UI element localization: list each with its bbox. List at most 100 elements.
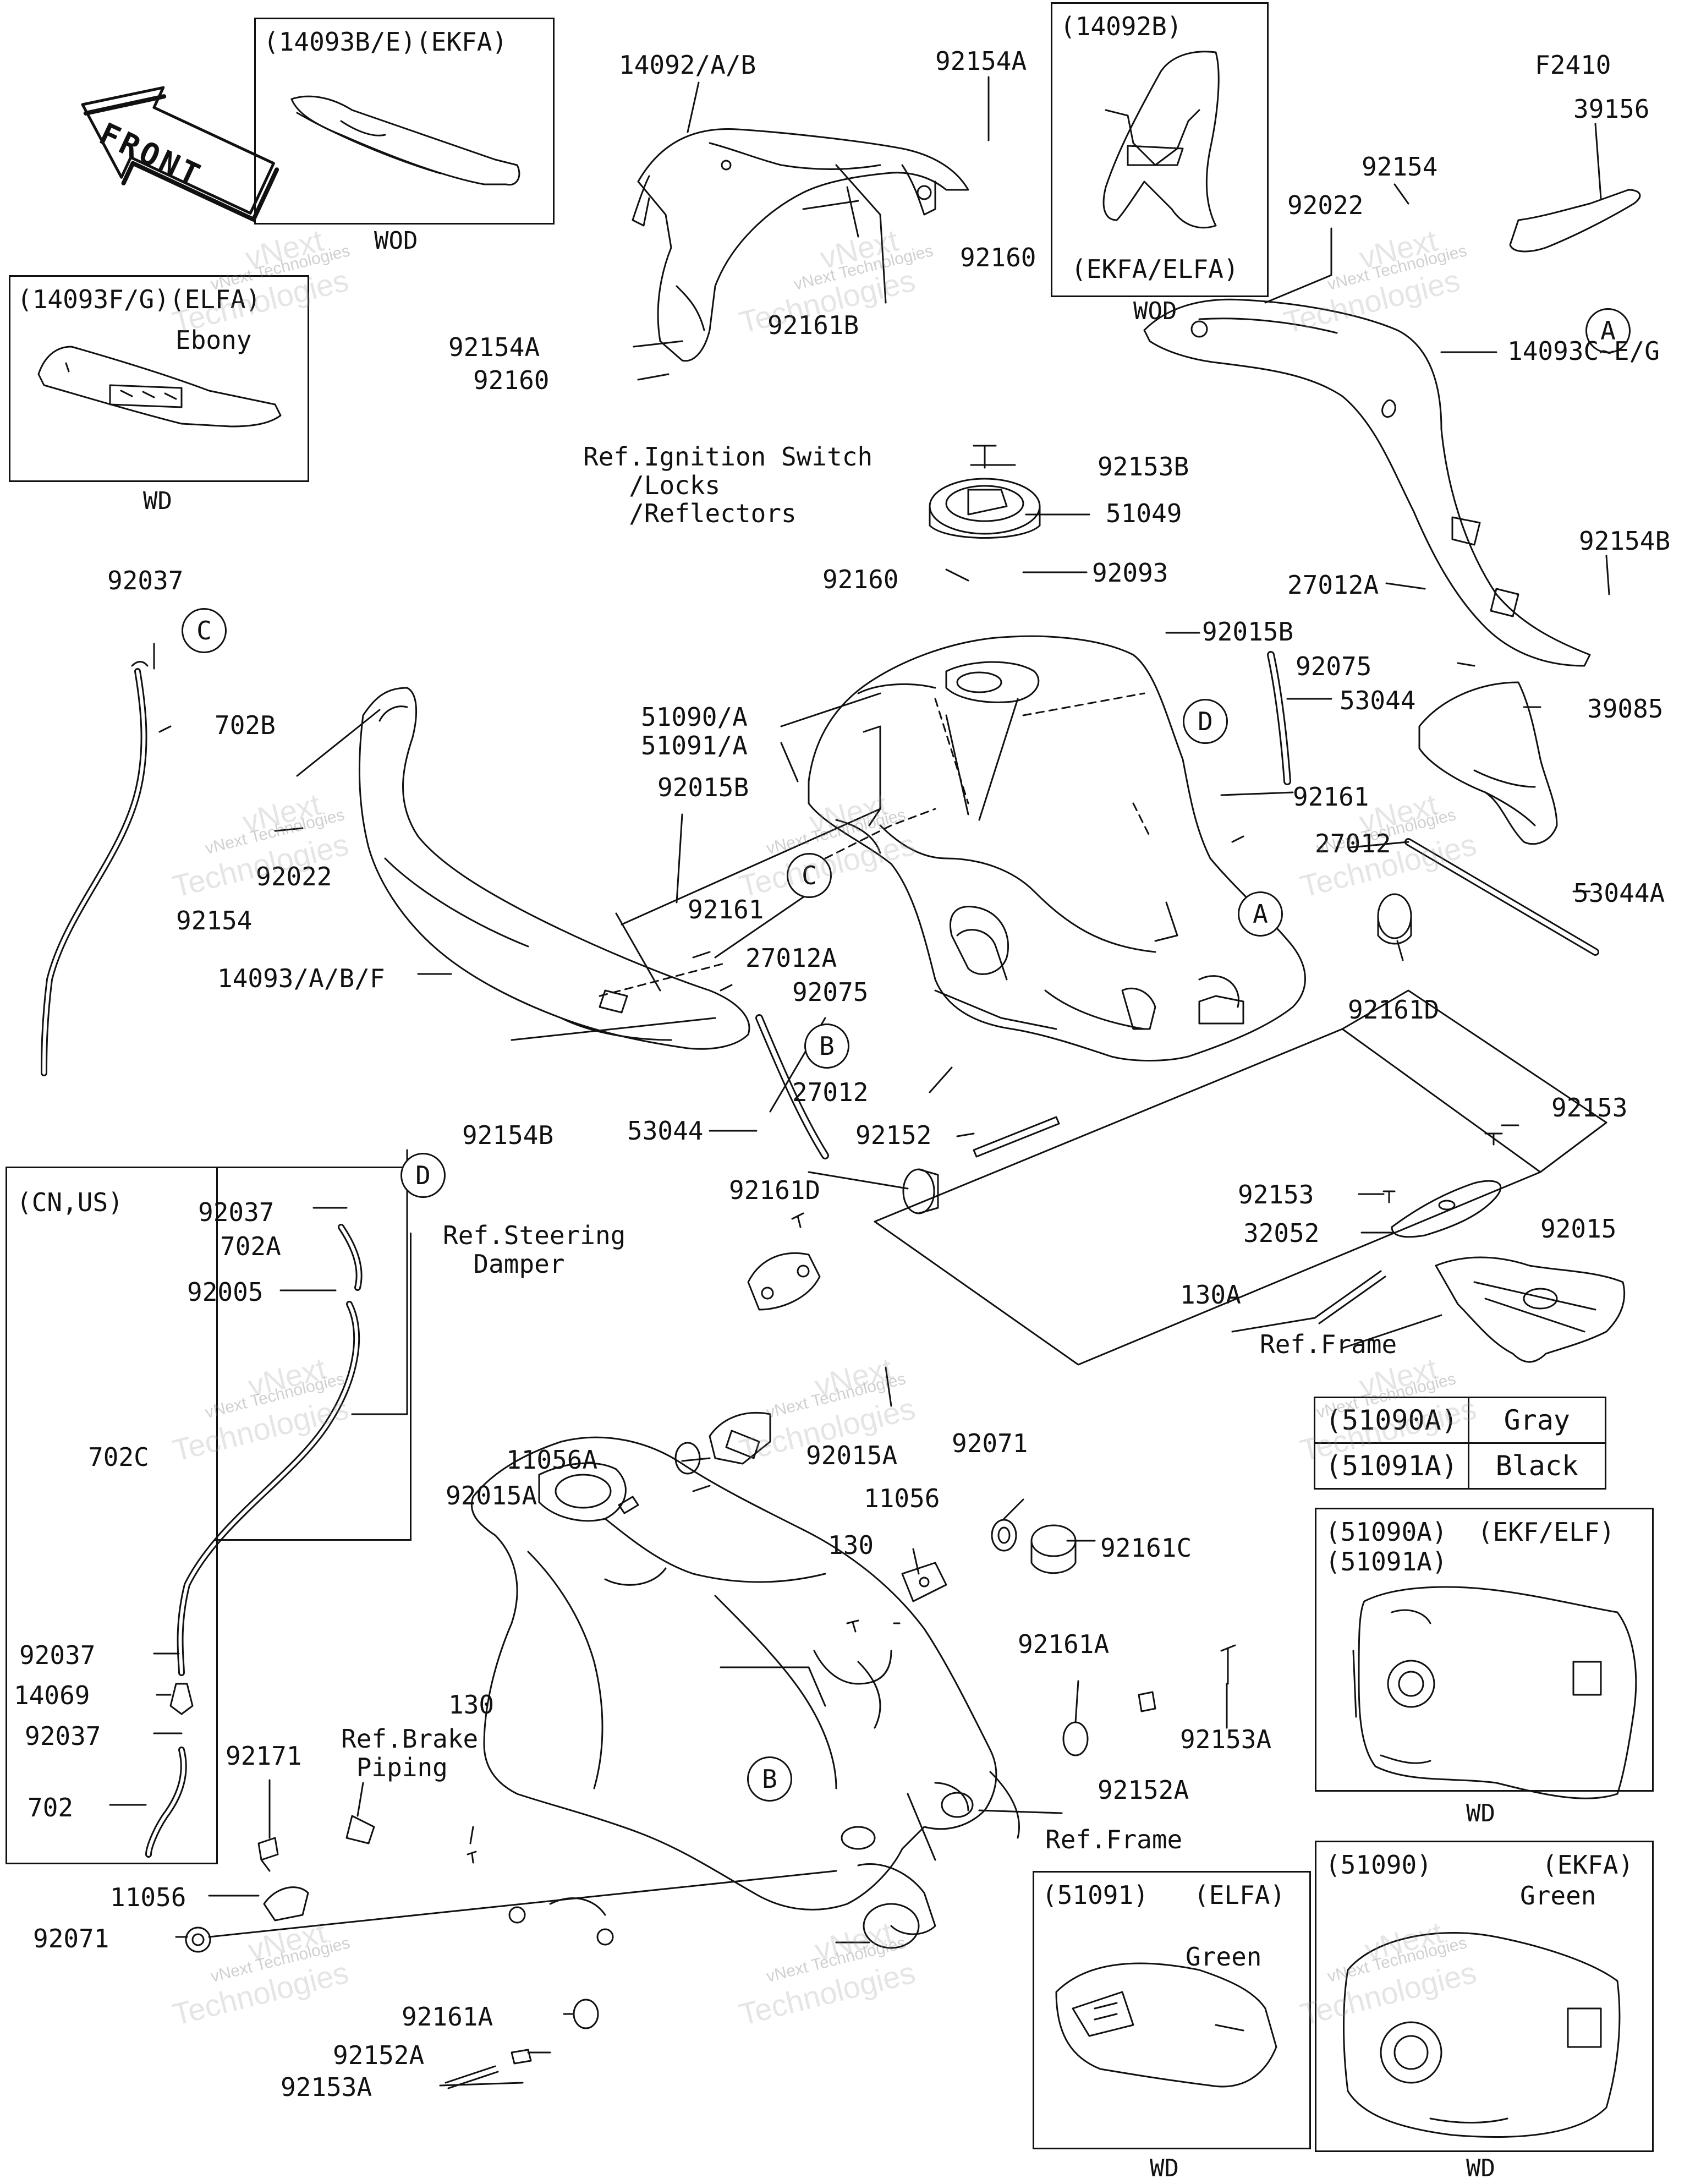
part-label: 702C	[88, 1442, 149, 1472]
part-label: 92154B	[1579, 526, 1671, 556]
part-label: 92071	[952, 1428, 1028, 1458]
damper-parts	[618, 1212, 821, 1514]
tank-51090	[1343, 1932, 1621, 2138]
part-label: 92015	[1540, 1214, 1617, 1244]
part-label: 92005	[187, 1277, 264, 1307]
part-label: 92015B	[657, 773, 749, 802]
part-label: 92161D	[729, 1175, 821, 1205]
part-label: 51049	[1106, 499, 1182, 528]
grommet-92161d	[902, 893, 1412, 1214]
side-cowl-14093ceg	[1143, 298, 1591, 667]
decal-39156	[1509, 189, 1641, 253]
part-label: 92153B	[1098, 452, 1189, 481]
tank-51091	[1055, 1962, 1277, 2088]
side-cowl-14093abf	[358, 687, 750, 1050]
part-label: 92022	[256, 862, 332, 891]
box-title: (14093F/G)(ELFA)	[17, 284, 261, 314]
part-label: 92161A	[402, 2002, 493, 2032]
box-title: (51090A) (EKF/ELF)	[1325, 1517, 1615, 1547]
fuel-cap-51049	[929, 445, 1041, 539]
box-note: Green	[1520, 1881, 1596, 1911]
caption-wd-br-lower: WD	[1466, 2154, 1495, 2182]
part-label: 92075	[1296, 652, 1372, 681]
color-table: (51090A)Gray (51091A)Black	[1314, 1397, 1606, 1490]
part-label: 92022	[1287, 190, 1364, 220]
part-label: 53044A	[1573, 878, 1665, 908]
part-label: 92161A	[1018, 1629, 1110, 1659]
box-title: (14093B/E)(EKFA)	[264, 27, 508, 57]
rod-53044a	[1404, 838, 1599, 956]
part-label: 53044	[1340, 686, 1416, 715]
frame-bracket-right	[1435, 1256, 1626, 1363]
part-label: 92037	[107, 566, 184, 595]
part-label: 92153A	[281, 2072, 372, 2102]
part-label: 92160	[822, 565, 899, 594]
part-label: 92160	[473, 365, 550, 395]
box-14093be-part	[290, 95, 520, 186]
box-cn-us-title: (CN,US)	[17, 1187, 123, 1217]
part-label: 27012	[792, 1077, 869, 1107]
part-label: 11056	[864, 1484, 940, 1513]
callout-circle-b: B	[747, 1756, 792, 1802]
part-label: 92154A	[935, 46, 1027, 76]
part-label: 702A	[220, 1231, 281, 1261]
box-variant: (ELFA)	[1194, 1880, 1286, 1910]
part-label: 53044	[627, 1116, 704, 1146]
part-label: 92161B	[767, 310, 859, 340]
table-cell: (51091A)	[1314, 1442, 1469, 1490]
box-cn-us-bottom	[215, 1539, 411, 1541]
part-label: 92153	[1551, 1093, 1628, 1123]
part-label: 92161	[688, 895, 764, 924]
table-cell: (51090A)	[1314, 1397, 1469, 1444]
front-arrow	[81, 86, 279, 222]
ref-brake-piping: Ref.Brake Piping	[341, 1724, 479, 1782]
part-label: 92154B	[462, 1120, 554, 1150]
part-label: 92093	[1092, 558, 1168, 588]
part-label: 51091/A	[641, 731, 748, 760]
box-title: (51091)	[1042, 1880, 1149, 1910]
part-label: 14092/A/B	[619, 50, 756, 80]
bracket-32052	[1382, 1132, 1503, 1238]
ref-steering-damper: Ref.Steering Damper	[443, 1220, 626, 1279]
callout-circle-b: B	[804, 1023, 849, 1069]
box-cn-us	[6, 1167, 413, 1168]
part-label: 92153	[1238, 1180, 1314, 1209]
part-label: 92015A	[446, 1481, 537, 1510]
box-14093fg-part	[37, 346, 282, 428]
part-label: 27012A	[1287, 570, 1379, 600]
part-label: 14069	[14, 1681, 90, 1710]
box-title: (51090)	[1325, 1850, 1432, 1880]
hidden-lines	[599, 692, 1151, 997]
pin-92152	[973, 1116, 1060, 1158]
outline-box-steering	[351, 1149, 408, 1415]
ref-frame: Ref.Frame	[1045, 1825, 1183, 1854]
box-variant: (EKFA)	[1542, 1850, 1634, 1880]
hose-assembly-cnus	[145, 1224, 363, 1858]
part-label: 32052	[1243, 1218, 1320, 1248]
outline-box-right	[874, 989, 1607, 1366]
callout-circle-c: C	[787, 853, 832, 898]
upper-cowl-14092	[632, 128, 969, 362]
callout-circle-c: C	[182, 608, 227, 653]
box-cn-us-right	[410, 1233, 411, 1541]
part-label: 702B	[215, 710, 276, 740]
box-14092b: (14092B) (EKFA/ELFA)	[1051, 2, 1269, 297]
box-14093fg-elfa: (14093F/G)(ELFA) Ebony	[9, 275, 309, 482]
part-label: 130A	[1180, 1280, 1241, 1310]
ref-frame: Ref.Frame	[1260, 1329, 1397, 1359]
box-14092b-part	[1102, 51, 1220, 229]
table-cell: Gray	[1467, 1397, 1606, 1444]
caption-wd-br-upper: WD	[1466, 1799, 1495, 1827]
part-label: 92037	[25, 1721, 101, 1751]
part-label: 702	[28, 1793, 74, 1822]
callout-circle-a: A	[1585, 308, 1631, 353]
part-label: 92154	[1362, 152, 1438, 182]
part-label: 130	[448, 1690, 495, 1720]
part-label: 92152	[855, 1120, 932, 1150]
table-cell: Black	[1467, 1442, 1606, 1490]
part-label: 14093/A/B/F	[217, 964, 385, 993]
box-sub: (EKFA/ELFA)	[1071, 254, 1239, 284]
part-label: 92160	[960, 243, 1036, 272]
tank-51090a	[1352, 1586, 1637, 1799]
part-label: 27012	[1315, 829, 1391, 858]
